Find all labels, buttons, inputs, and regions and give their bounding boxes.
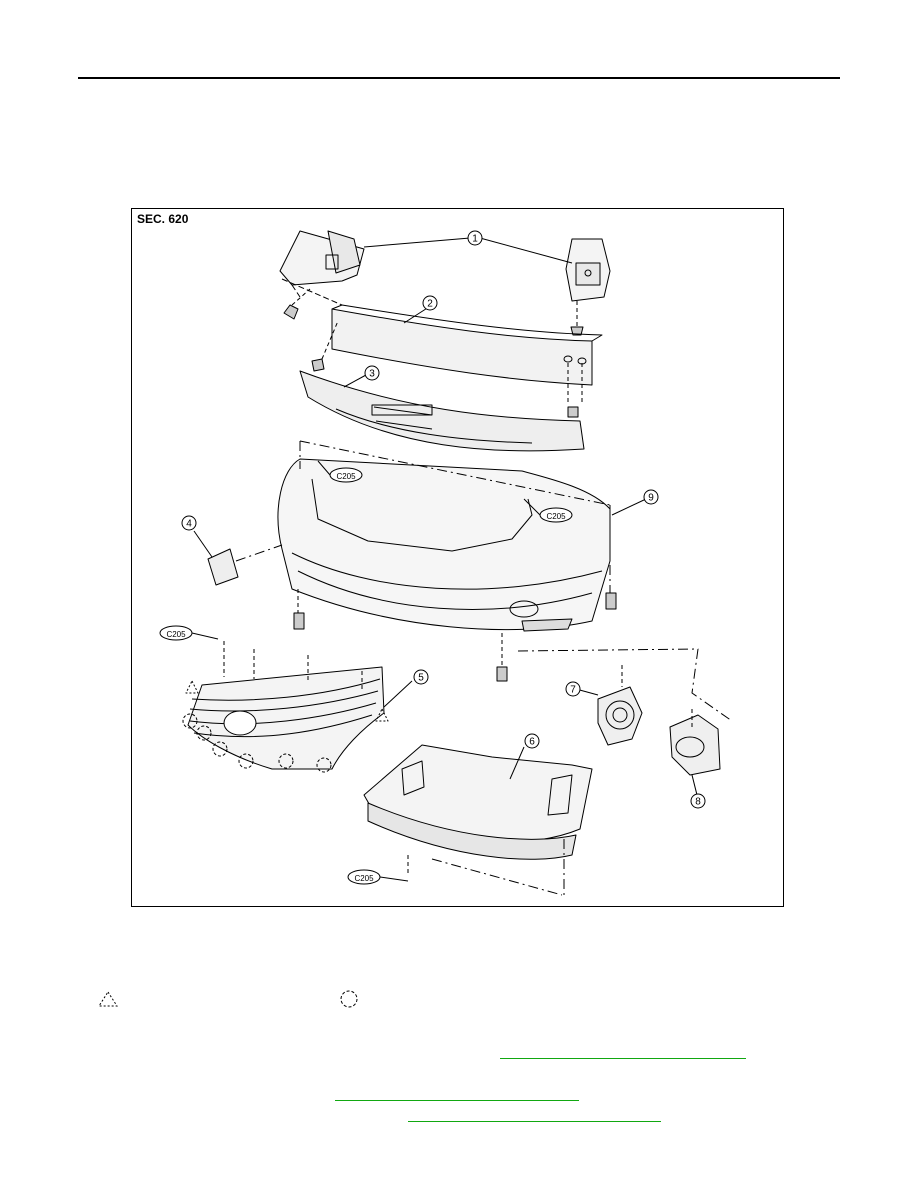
bumper-reinforcement [311, 304, 603, 418]
tow-hook-cover [207, 544, 283, 586]
callout-number: 1 [472, 234, 478, 245]
callout-number: 4 [186, 519, 192, 530]
bracket-right [565, 238, 611, 336]
radiator-grille [182, 641, 389, 773]
callout-circle [181, 515, 197, 531]
bumper-fascia [277, 440, 617, 682]
callout-number: 3 [369, 369, 375, 380]
callout-circle [422, 295, 438, 311]
dashed-circle-icon [340, 990, 358, 1008]
callout-number: 8 [695, 797, 701, 808]
svg-text:C205: C205 [336, 472, 356, 481]
callout-circle [643, 489, 659, 505]
callout-circle [565, 681, 581, 697]
reference-link[interactable] [500, 1058, 746, 1059]
svg-text:C205: C205 [546, 512, 566, 521]
dashed-triangle-icon [98, 991, 118, 1007]
header-rule [78, 77, 840, 79]
callout-number: 7 [570, 685, 576, 696]
section-label: SEC. 620 [137, 212, 189, 226]
splash-undercover [363, 744, 593, 896]
callout-circle [690, 793, 706, 809]
callout-circle [467, 230, 483, 246]
reference-link[interactable] [408, 1121, 661, 1122]
callout-number: 9 [648, 493, 654, 504]
callout-bubbles: 1 2 3 4 5 6 7 8 9 [181, 230, 706, 809]
fog-lamp-assemblies [517, 648, 733, 776]
callout-number: 6 [529, 737, 535, 748]
clip-markers: C205 C205 C205 C205 [159, 460, 573, 885]
energy-absorber [299, 370, 585, 452]
callout-circle [364, 365, 380, 381]
callout-circle [524, 733, 540, 749]
diagram-drawing: C205 C205 C205 C205 1 2 3 4 5 6 7 8 9 [159, 230, 733, 896]
callout-number: 5 [418, 673, 424, 684]
bracket-left [279, 230, 365, 320]
svg-text:C205: C205 [166, 630, 186, 639]
callout-leaders [193, 237, 699, 800]
svg-text:C205: C205 [354, 874, 374, 883]
reference-link[interactable] [335, 1100, 579, 1101]
callout-circle [413, 669, 429, 685]
callout-number: 2 [427, 299, 433, 310]
